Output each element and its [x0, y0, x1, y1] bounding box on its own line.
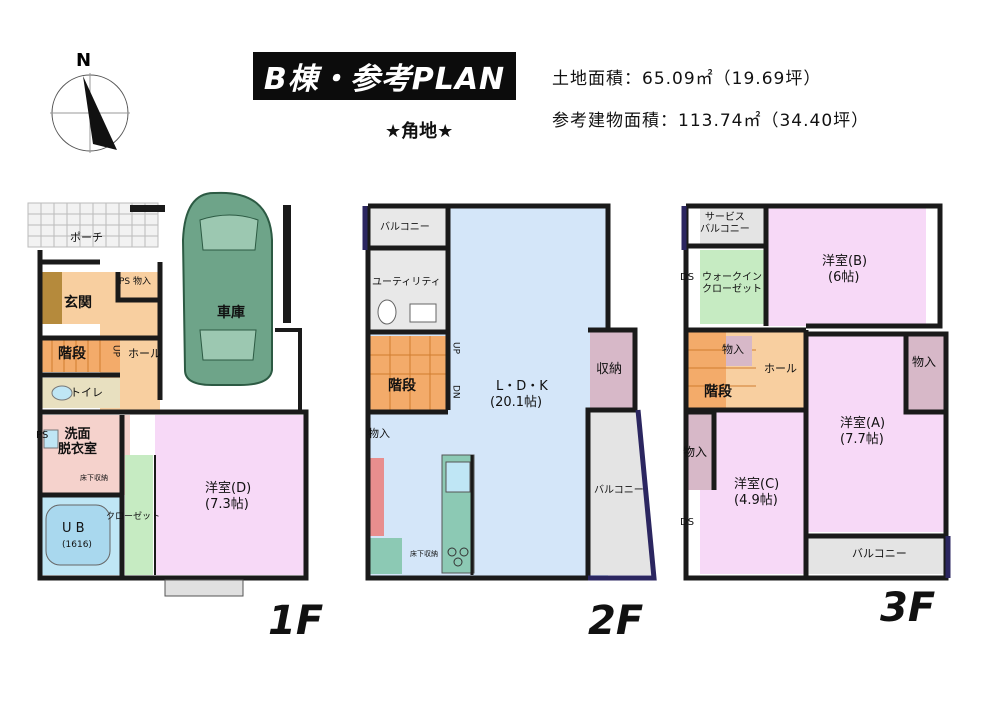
- room-a-size: (7.7帖): [840, 432, 884, 447]
- car-icon: [181, 191, 273, 386]
- room-c-label: 洋室(C): [734, 477, 780, 492]
- room-b-label: 洋室(B): [822, 254, 868, 269]
- balcony-label-3f: バルコニー: [852, 547, 907, 560]
- underfloor-label-2f: 床下収納: [410, 550, 438, 558]
- underfloor-label-1f: 床下収納: [80, 474, 108, 482]
- storage-left-2f: 物入: [368, 427, 390, 440]
- closet-label-1f: クローゼット: [106, 512, 161, 522]
- ps-label: PS: [36, 430, 49, 441]
- room-d-label: 洋室(D): [205, 481, 252, 496]
- dn-label-2f: DN: [450, 385, 461, 399]
- hall-label-1f: ホール: [128, 347, 161, 360]
- building-area-text: 参考建物面積：113.74㎡（34.40坪）: [552, 111, 870, 131]
- toilet-label: トイレ: [70, 386, 103, 399]
- storage-right-3f: 物入: [912, 355, 937, 369]
- room-d-size: (7.3帖): [205, 497, 249, 512]
- ldk-label: L・D・K: [496, 379, 548, 394]
- storage-left-3f: 物入: [683, 445, 708, 459]
- compass-north-letter: N: [76, 50, 92, 71]
- stairs-label-1f: 階段: [58, 346, 86, 362]
- floor-2f-label: 2F: [588, 598, 644, 644]
- corner-lot-label: ★角地★: [385, 121, 454, 142]
- floor-1f-label: 1F: [268, 598, 324, 644]
- ds-bottom-label: DS: [680, 517, 695, 528]
- stairs-label-2f: 階段: [388, 378, 416, 394]
- land-area-text: 土地面積：65.09㎡（19.69坪）: [552, 69, 822, 89]
- up-label-1f: UP: [110, 345, 121, 358]
- storage-right-2f: 収納: [596, 362, 623, 377]
- plan-title: B棟・参考PLAN: [253, 52, 516, 100]
- ps-storage-label: PS 物入: [119, 277, 152, 287]
- ub-size-label: (1616): [62, 540, 92, 550]
- hall-label-3f: ホール: [764, 362, 797, 375]
- up-label-2f: UP: [450, 342, 461, 355]
- floor-3f-label: 3F: [880, 585, 936, 631]
- balcony-top-2f: バルコニー: [380, 222, 430, 233]
- storage-hall-3f: 物入: [722, 343, 744, 356]
- room-a-label: 洋室(A): [840, 416, 886, 431]
- room-b-size: (6帖): [828, 270, 860, 285]
- ub-label: U B: [62, 521, 85, 536]
- washroom-label: 洗面 脱衣室: [58, 427, 98, 457]
- utility-label: ユーティリティ: [372, 277, 441, 288]
- service-balcony-label: サービス バルコニー: [700, 212, 750, 235]
- porch-label: ポーチ: [70, 231, 103, 244]
- entrance-label: 玄関: [64, 295, 92, 311]
- ldk-size: (20.1帖): [490, 395, 543, 410]
- compass: N: [45, 50, 135, 155]
- garage-label: 車庫: [217, 305, 245, 321]
- ds-top-label: DS: [680, 272, 695, 283]
- room-c-size: (4.9帖): [734, 493, 778, 508]
- stairs-label-3f: 階段: [704, 384, 732, 400]
- walkin-closet-label: ウォークイン クローゼット: [702, 272, 762, 295]
- balcony-right-2f: バルコニー: [594, 485, 644, 496]
- compass-icon: [50, 73, 130, 153]
